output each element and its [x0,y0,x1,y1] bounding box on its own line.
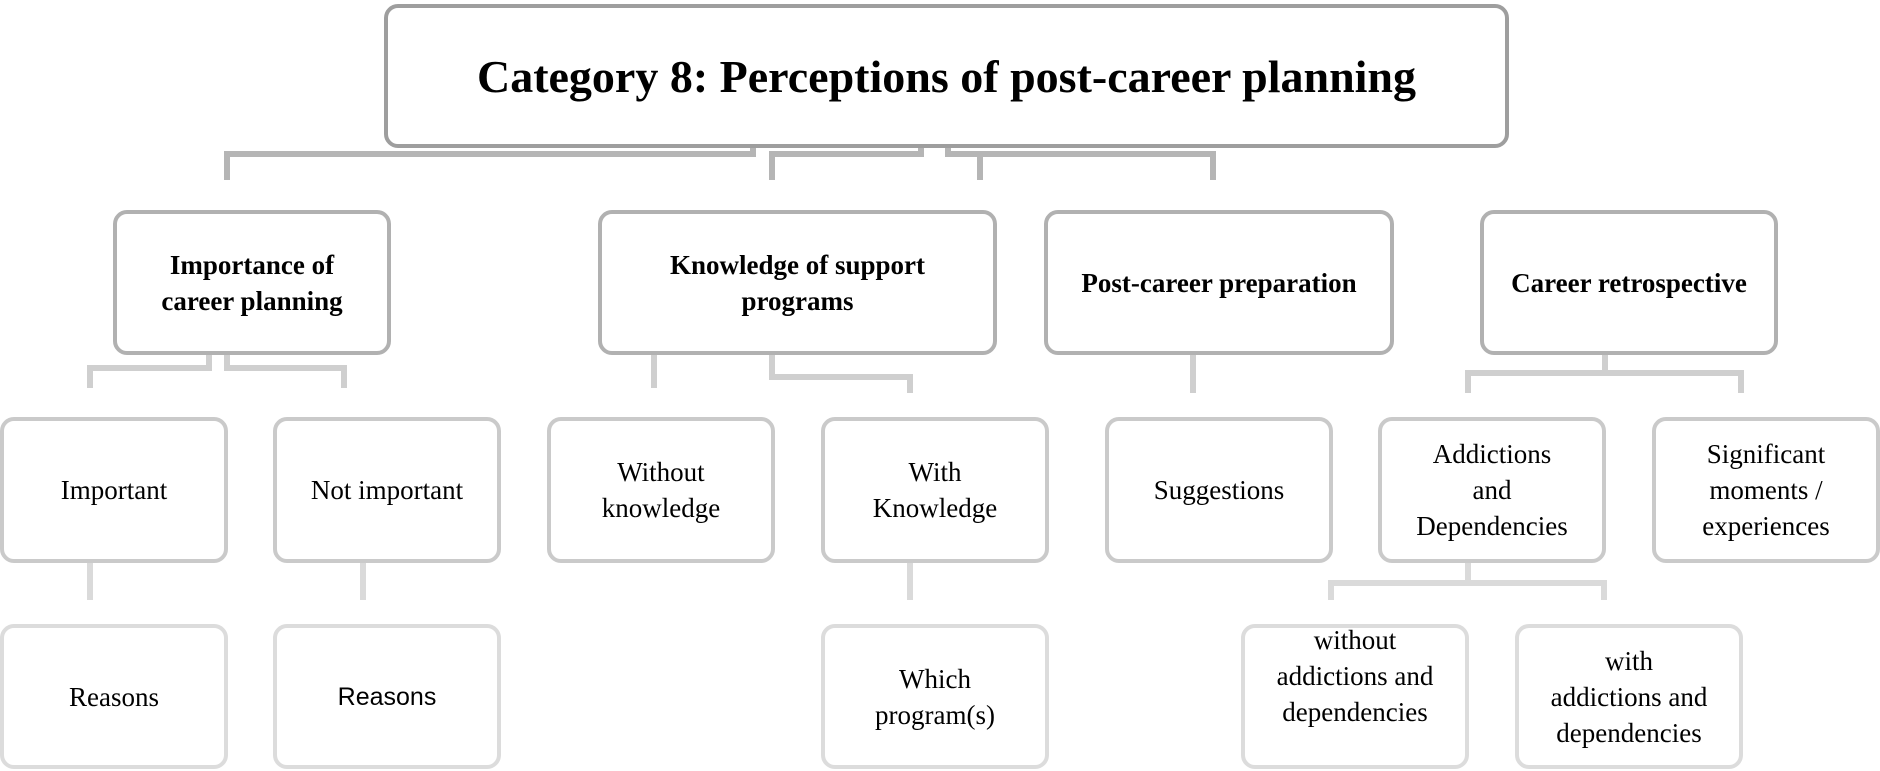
node-suggestions: Suggestions [1105,417,1333,563]
category-importance-of-career-planning: Importance of career planning [113,210,391,355]
node-label: Important [60,475,168,505]
node-label: Not important [310,475,464,505]
root-title: Category 8: Perceptions of post-career p… [476,50,1417,102]
node-with-knowledge: With Knowledge [821,417,1049,563]
node-without-knowledge: Without knowledge [547,417,775,563]
node-label: Significant moments / experiences [1702,439,1830,541]
node-significant-moments: Significant moments / experiences [1652,417,1880,563]
category-label: Importance of career planning [161,249,343,316]
root-node: Category 8: Perceptions of post-career p… [384,4,1509,148]
category-career-retrospective: Career retrospective [1480,210,1778,355]
node-label: Reasons [337,682,437,711]
category-label: Career retrospective [1511,267,1747,298]
node-label: Reasons [69,681,159,712]
node-label: without addictions and dependencies [1276,625,1434,727]
node-label: Addictions and Dependencies [1416,439,1568,541]
node-not-important: Not important [273,417,501,563]
category-label: Knowledge of support programs [669,249,926,316]
node-with-addictions: with addictions and dependencies [1515,624,1743,769]
node-without-addictions: without addictions and dependencies [1241,624,1469,769]
node-label: Which program(s) [875,663,995,730]
node-reasons-important: Reasons [0,624,228,769]
node-label: With Knowledge [872,457,998,523]
node-addictions-and-dependencies: Addictions and Dependencies [1378,417,1606,563]
category-post-career-preparation: Post-career preparation [1044,210,1394,355]
node-label: Without knowledge [601,457,721,523]
category-label: Post-career preparation [1081,267,1357,298]
node-label: with addictions and dependencies [1550,645,1708,748]
node-important: Important [0,417,228,563]
node-reasons-not-important: Reasons [273,624,501,769]
category-knowledge-of-support-programs: Knowledge of support programs [598,210,997,355]
node-label: Suggestions [1153,475,1285,505]
node-which-programs: Which program(s) [821,624,1049,769]
